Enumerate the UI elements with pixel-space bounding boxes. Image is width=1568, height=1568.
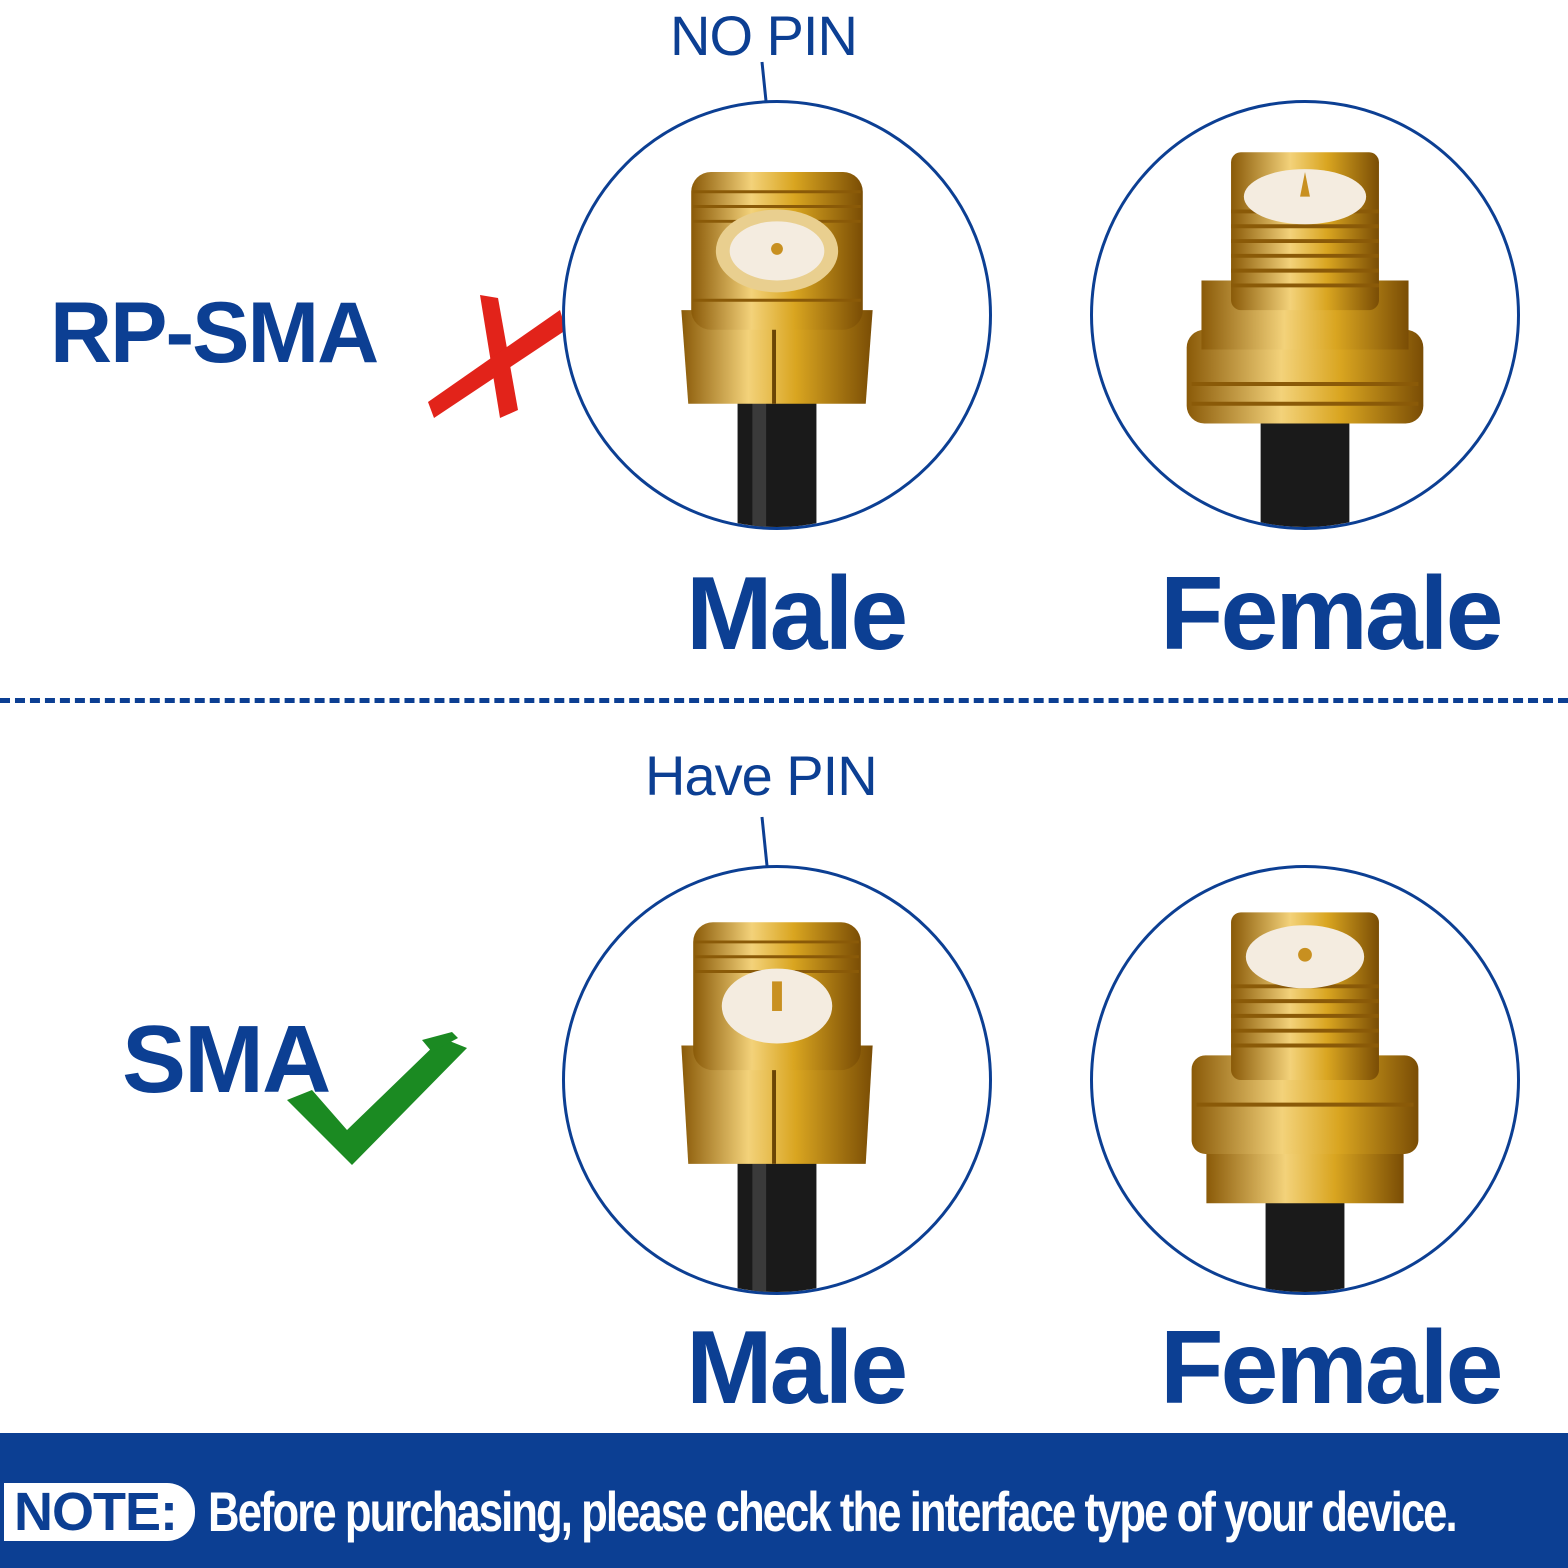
sma-male-connector-icon: [681, 922, 873, 1292]
sma-title: SMA: [122, 1006, 331, 1113]
green-check-icon: [287, 1032, 467, 1165]
sma-female-label: Female: [1160, 1310, 1503, 1426]
sma-male-connector-image: [562, 865, 992, 1295]
rp-sma-title: RP-SMA: [50, 285, 379, 381]
sma-female-connector-image: [1090, 865, 1520, 1295]
red-cross-icon: [428, 295, 566, 418]
sma-pin-note: Have PIN: [645, 744, 878, 807]
rp-sma-male-label: Male: [686, 556, 908, 672]
sma-male-label: Male: [686, 1310, 908, 1426]
rp-sma-pin-note: NO PIN: [670, 4, 858, 67]
note-text: Before purchasing, please check the inte…: [208, 1480, 1458, 1543]
note-badge: NOTE:: [4, 1483, 195, 1541]
rp-sma-male-connector-icon: [681, 172, 873, 527]
note-bar: [0, 1433, 1568, 1568]
sma-female-connector-icon: [1191, 912, 1419, 1292]
section-divider: [0, 698, 1568, 703]
rp-sma-female-label: Female: [1160, 556, 1503, 672]
rp-sma-female-connector-icon: [1186, 152, 1424, 527]
rp-sma-female-connector-image: [1090, 100, 1520, 530]
rp-sma-male-connector-image: [562, 100, 992, 530]
